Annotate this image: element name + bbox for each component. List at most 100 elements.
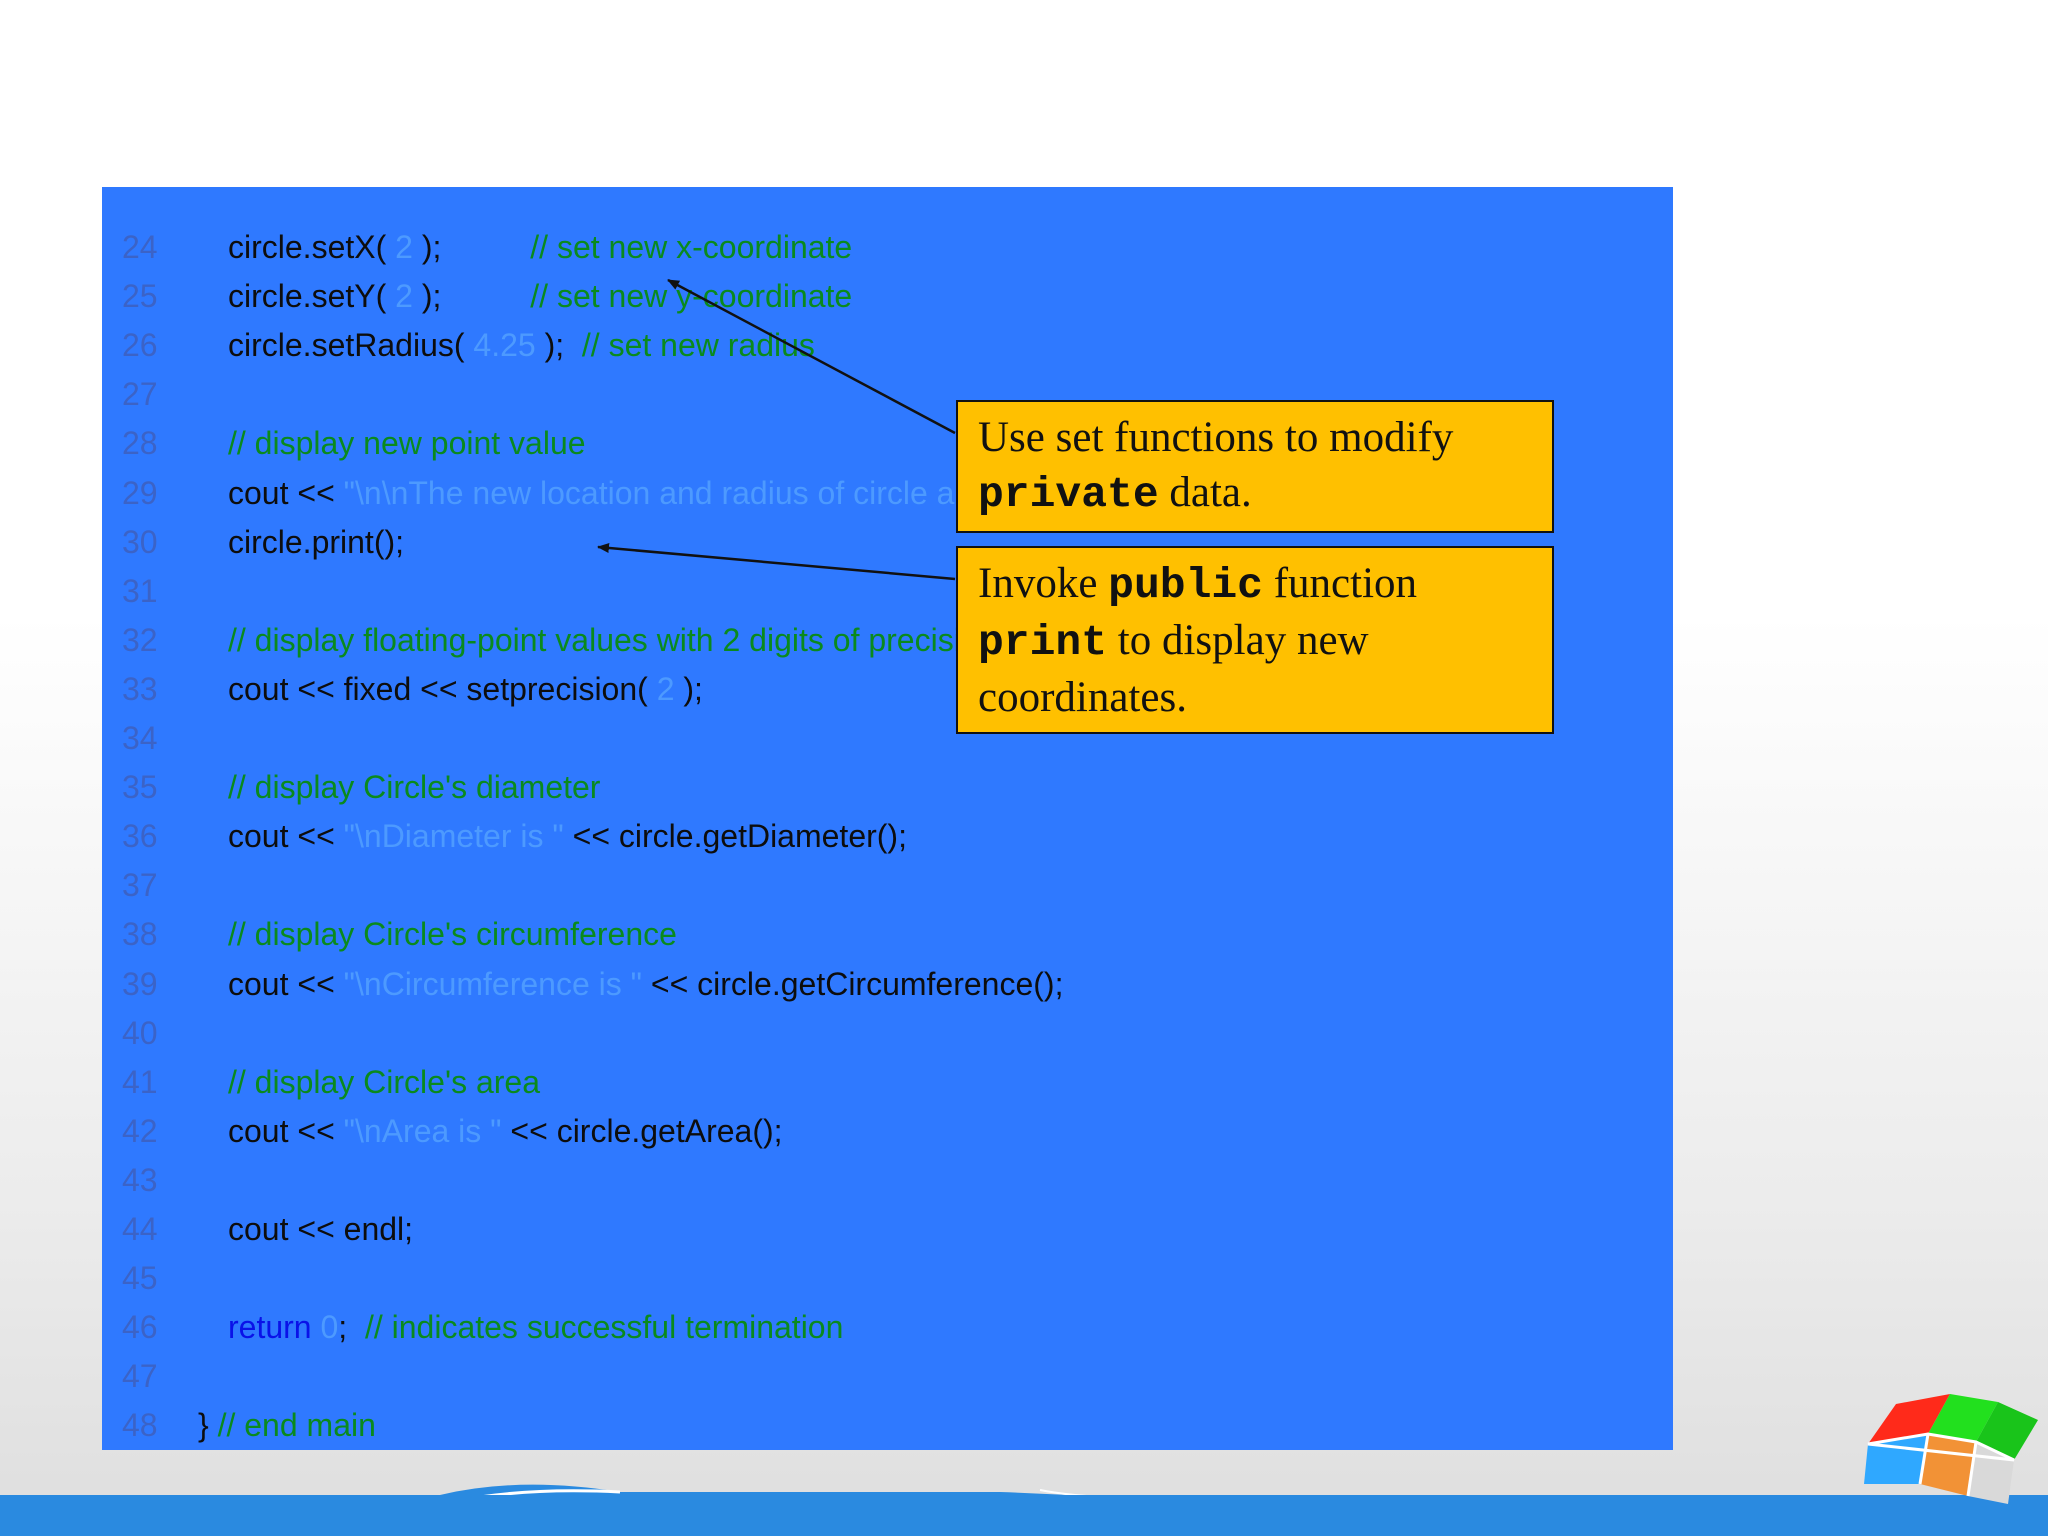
code-text: // display Circle's area [228,1058,540,1107]
code-text: circle.setRadius( 4.25 ); // set new rad… [228,321,815,370]
line-number: 47 [122,1358,158,1395]
code-token: cout << [228,474,344,511]
code-string: "\n\nThe new location and radius of circ… [343,474,1021,511]
callout-print-suffix1: function [1262,560,1418,607]
code-line: 28 // display new point value [102,419,1673,468]
line-number: 35 [122,769,158,806]
code-line: 46 return 0; // indicates successful term… [102,1303,1673,1352]
code-line: 26 circle.setRadius( 4.25 ); // set new r… [102,321,1673,370]
code-line: 47 [102,1352,1673,1401]
callout-set-functions: Use set functions to modify private data… [956,400,1554,533]
code-number: 2 [395,278,413,315]
code-text: cout << "\nCircumference is " << circle.… [228,960,1063,1009]
code-line: 27 [102,370,1673,419]
keyword-private: private [978,470,1159,519]
line-number: 33 [122,670,158,707]
code-line: 37 [102,861,1673,910]
line-number: 34 [122,720,158,756]
code-token: ); [412,278,531,315]
code-string: "\nArea is " [343,1112,502,1149]
code-comment: // set new x-coordinate [530,229,853,265]
code-token: cout << endl; [228,1211,414,1247]
callout-set-functions-line1: Use set functions to modify [978,414,1454,461]
callout-print-line2: print to display new [978,613,1552,670]
code-comment: // display new point value [228,425,586,462]
callout-set-functions-line2-rest: data. [1158,469,1252,516]
line-number: 39 [122,965,158,1002]
code-listing-panel: 24 circle.setX( 2 ); // set new x-coordin… [102,187,1673,1450]
code-line: 35 // display Circle's diameter [102,763,1673,812]
line-number: 24 [122,229,158,265]
code-token: circle.setRadius( [228,327,474,364]
code-string: "\nDiameter is " [343,818,564,855]
line-number: 44 [122,1211,158,1247]
line-number: 32 [122,621,158,658]
line-number: 40 [122,1014,158,1051]
code-line: 48} // end main [102,1401,1673,1450]
code-text: // display floating-point values with 2 … [228,616,996,665]
line-number: 26 [122,327,158,364]
code-token: circle.setY( [228,278,396,315]
code-text: cout << "\nDiameter is " << circle.getDi… [228,812,907,861]
callout-print-line3: coordinates. [978,674,1187,721]
line-number: 30 [122,523,158,560]
code-comment: // set new y-coordinate [530,278,853,315]
code-token: cout << [228,965,344,1002]
callout-print-function: Invoke public function print to display … [956,546,1554,734]
code-token: cout << fixed << setprecision( [228,670,657,707]
line-number: 45 [122,1260,158,1297]
code-text: // display Circle's circumference [228,910,677,959]
code-line: 39 cout << "\nCircumference is " << circl… [102,960,1673,1009]
code-comment: // indicates successful termination [364,1309,844,1346]
line-number: 31 [122,572,158,609]
code-token: << circle.getCircumference(); [642,965,1064,1002]
line-number: 46 [122,1309,158,1346]
code-text: return 0; // indicates successful termin… [228,1303,843,1352]
code-text: cout << "\nArea is " << circle.getArea()… [228,1107,783,1156]
code-line: 30 circle.print(); [102,518,1673,567]
line-number: 28 [122,425,158,462]
code-text: circle.print(); [228,518,404,567]
code-text: circle.setY( 2 ); // set new y-coordinat… [228,272,852,321]
callout-print-suffix2: to display new [1107,617,1369,664]
line-number: 36 [122,818,158,855]
code-keyword: return [228,1309,321,1346]
code-line: 40 [102,1009,1673,1058]
code-line: 36 cout << "\nDiameter is " << circle.get… [102,812,1673,861]
callout-print-line1: Invoke public function [978,556,1552,613]
code-comment: // display Circle's circumference [228,916,677,953]
callout-print-prefix: Invoke [978,560,1109,607]
code-token: cout << [228,818,344,855]
footer-band [0,1495,2048,1536]
code-token: ); [535,327,582,364]
line-number: 43 [122,1161,158,1198]
code-line: 34 [102,714,1673,763]
code-text: // display Circle's diameter [228,763,600,812]
line-number: 25 [122,278,158,315]
code-number: 2 [395,229,413,265]
code-text: // display new point value [228,419,586,468]
code-comment: // set new radius [581,327,815,364]
code-text: cout << endl; [228,1205,413,1254]
callout-set-functions-line2: private data. [978,465,1552,522]
line-number: 38 [122,916,158,953]
code-token: circle.setX( [228,229,396,265]
code-line: 41// display Circle's area [102,1058,1673,1107]
code-number: 4.25 [473,327,536,364]
code-line: 43 [102,1156,1673,1205]
code-comment: // display floating-point values with 2 … [228,621,997,658]
code-text: } // end main [198,1401,376,1450]
code-line: 44 cout << endl; [102,1205,1673,1254]
code-text: circle.setX( 2 ); // set new x-coordinat… [228,223,852,272]
code-token: ); [674,670,703,707]
cube-logo-icon [1864,1394,2038,1504]
code-comment: // end main [217,1407,376,1444]
keyword-print: print [978,618,1108,667]
code-line: 45 [102,1254,1673,1303]
code-comment: // display Circle's diameter [228,769,601,806]
code-line: 38 // display Circle's circumference [102,910,1673,959]
code-text: cout << "\n\nThe new location and radius… [228,469,1021,518]
